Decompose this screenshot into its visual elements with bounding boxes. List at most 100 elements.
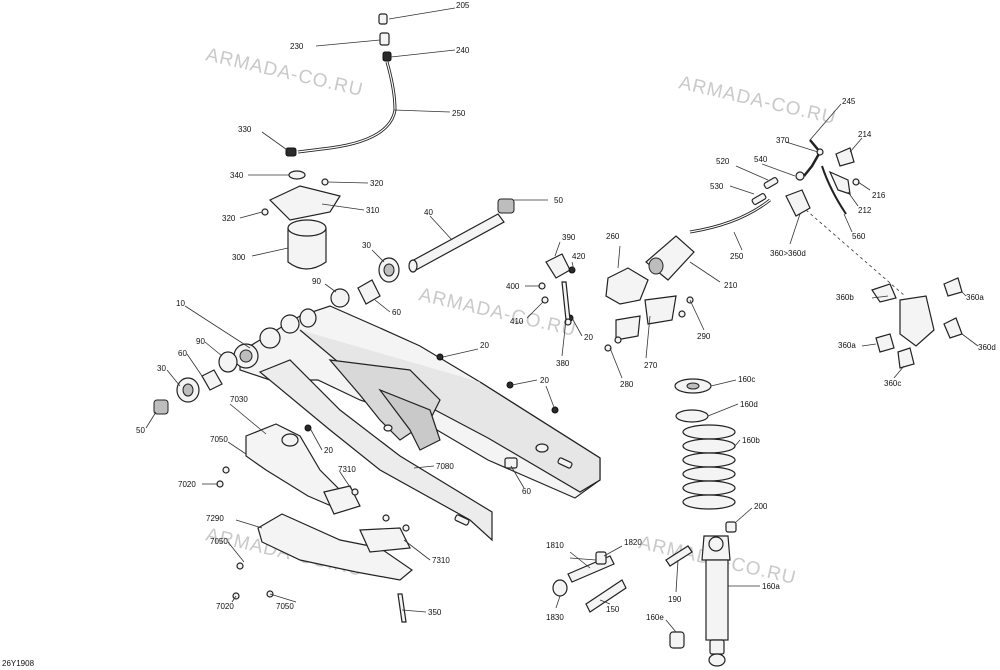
watermark-top-left: ARMADA-CO.RU (204, 44, 365, 101)
callout-212: 212 (858, 206, 872, 215)
callout-360d: 360d (978, 343, 996, 352)
callout-7050-bottom: 7050 (210, 537, 228, 546)
callout-7020-bottom: 7020 (216, 602, 234, 611)
callout-320-right: 320 (370, 179, 384, 188)
fitting-240 (382, 51, 392, 62)
callout-90-left: 90 (196, 337, 205, 346)
spring-seat-160d (675, 409, 709, 423)
screw-350 (397, 593, 407, 623)
callout-360a-top: 360a (966, 293, 984, 302)
callout-7020-top: 7020 (178, 480, 196, 489)
lower-bolts-group (552, 551, 627, 613)
spring-160b (682, 424, 736, 510)
callout-310: 310 (366, 206, 380, 215)
callout-7310-bottom: 7310 (432, 556, 450, 565)
callout-20-b: 20 (540, 376, 549, 385)
callout-20-d: 20 (584, 333, 593, 342)
seal-90-top (330, 288, 350, 308)
callout-350: 350 (428, 608, 442, 617)
callout-214: 214 (858, 130, 872, 139)
screw-320-right (321, 178, 329, 186)
callout-290: 290 (697, 332, 711, 341)
bolts-20 (304, 314, 574, 469)
callout-150: 150 (606, 605, 620, 614)
callout-20-c: 20 (324, 446, 333, 455)
linkage-group (538, 253, 576, 326)
bushing-1830 (552, 579, 568, 597)
bolt-50-top (497, 198, 515, 214)
bracket-7310-top (323, 485, 361, 515)
callout-7050-mid: 7050 (276, 602, 294, 611)
figure-reference: 26Y1908 (2, 659, 35, 668)
part-360b (871, 283, 897, 303)
callout-230: 230 (290, 42, 304, 51)
fitting-330 (285, 147, 297, 157)
callout-labels: 205 230 240 250 330 340 320 310 320 300 … (136, 1, 996, 622)
pivot-shaft-group (330, 198, 515, 308)
bushing-160e (669, 631, 685, 649)
callout-530: 530 (710, 182, 724, 191)
rod-380 (561, 281, 571, 321)
callout-240: 240 (456, 46, 470, 55)
callout-540: 540 (754, 155, 768, 164)
leader-lines (145, 7, 979, 633)
swing-arm-10 (233, 305, 601, 542)
lower-covers-group (216, 423, 413, 623)
sleeve-1820 (595, 551, 607, 565)
bracket-260 (605, 267, 649, 305)
spacer-60-left (201, 369, 223, 391)
callout-190: 190 (668, 595, 682, 604)
callout-7310-top: 7310 (338, 465, 356, 474)
part-360d (943, 317, 963, 339)
callout-1810: 1810 (546, 541, 564, 550)
callout-280: 280 (620, 380, 634, 389)
callout-60-bottom: 60 (522, 487, 531, 496)
actuator-group (604, 235, 695, 352)
bolt-190 (665, 545, 693, 567)
callout-20-a: 20 (480, 341, 489, 350)
callout-1830: 1830 (546, 613, 564, 622)
callout-216: 216 (872, 191, 886, 200)
valve-block-360 (899, 295, 935, 347)
callout-160a: 160a (762, 582, 780, 591)
bracket-310 (268, 185, 341, 221)
callout-7290: 7290 (206, 514, 224, 523)
callout-160d: 160d (740, 400, 758, 409)
callout-260: 260 (606, 232, 620, 241)
reservoir-hose-group (261, 13, 397, 270)
callout-50-top: 50 (554, 196, 563, 205)
fitting-205 (378, 13, 388, 25)
callout-40: 40 (424, 208, 433, 217)
hose-250-right (689, 199, 771, 233)
fitting-530 (751, 193, 767, 205)
callout-205: 205 (456, 1, 470, 10)
callout-380: 380 (556, 359, 570, 368)
shaft-150 (585, 579, 627, 613)
link-390 (545, 253, 571, 279)
callout-50-left: 50 (136, 426, 145, 435)
cover-7290 (257, 513, 413, 581)
callout-245: 245 (842, 97, 856, 106)
callout-30-top: 30 (362, 241, 371, 250)
hose-250 (297, 61, 396, 153)
callout-270: 270 (644, 361, 658, 370)
callout-10: 10 (176, 299, 185, 308)
callout-160e: 160e (646, 613, 664, 622)
plug-60 (504, 457, 518, 469)
callout-60-left: 60 (178, 349, 187, 358)
callout-360b: 360b (836, 293, 854, 302)
screw-320-left (261, 208, 269, 216)
callout-360c: 360c (884, 379, 901, 388)
callout-360a: 360a (838, 341, 856, 350)
watermark-top-right: ARMADA-CO.RU (677, 72, 838, 129)
bracket-212 (828, 170, 851, 195)
cap-340 (288, 170, 306, 180)
callout-320-left: 320 (222, 214, 236, 223)
clip-270 (644, 295, 677, 325)
nut-200 (725, 521, 737, 533)
valve-360 (785, 189, 811, 217)
dash-link-360 (805, 209, 906, 297)
callout-420: 420 (572, 252, 586, 261)
fitting-520 (763, 177, 779, 189)
